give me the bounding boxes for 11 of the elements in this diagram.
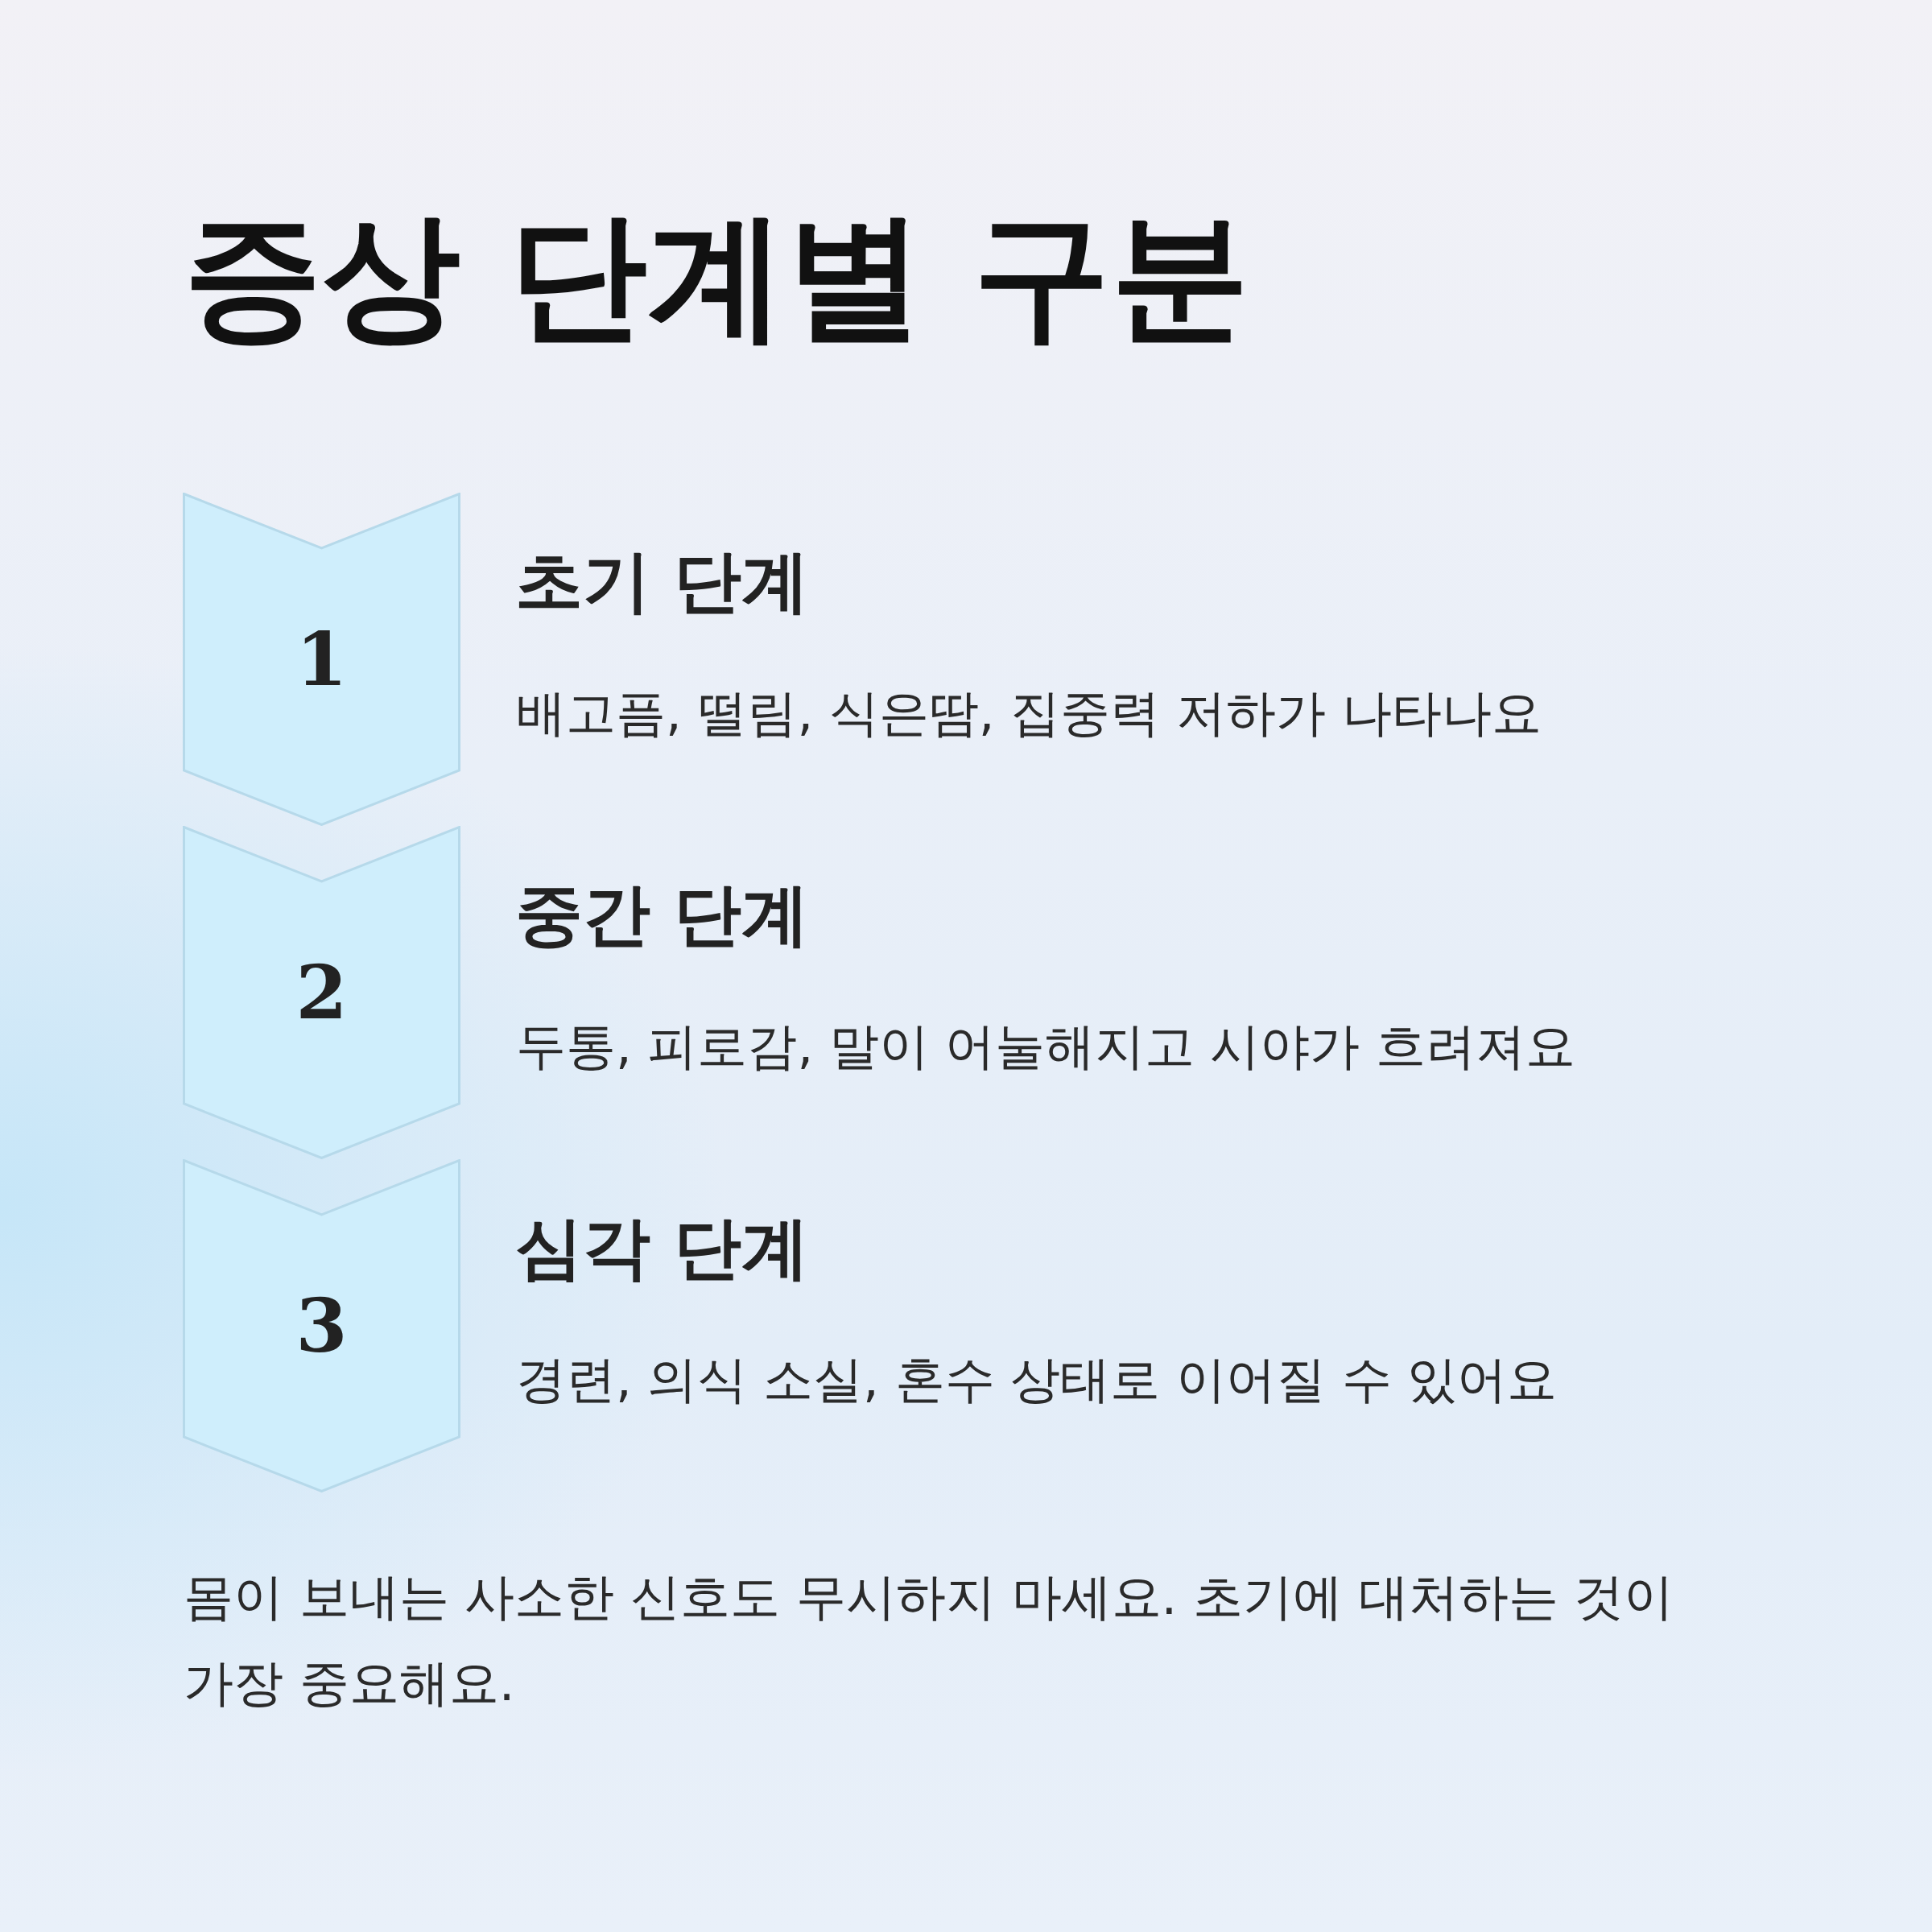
step-description: 배고픔, 떨림, 식은땀, 집중력 저하가 나타나요 [516, 683, 1542, 744]
step-description: 두통, 피로감, 말이 어눌해지고 시야가 흐려져요 [516, 1017, 1575, 1077]
step-heading: 초기 단계 [515, 541, 810, 622]
step-heading: 심각 단계 [515, 1208, 810, 1289]
step-number: 1 [295, 621, 349, 697]
step-number: 2 [295, 955, 349, 1030]
step-heading: 중간 단계 [515, 874, 810, 956]
note-text: 몸이 보내는 사소한 신호도 무시하지 마세요. 초기에 대처하는 것이 가장 중요해요. [184, 1567, 1675, 1714]
step-description: 경련, 의식 소실, 혼수 상태로 이어질 수 있어요 [516, 1350, 1558, 1410]
step-number: 3 [295, 1288, 349, 1364]
title: 증상 단계별 구분 [184, 194, 1249, 358]
